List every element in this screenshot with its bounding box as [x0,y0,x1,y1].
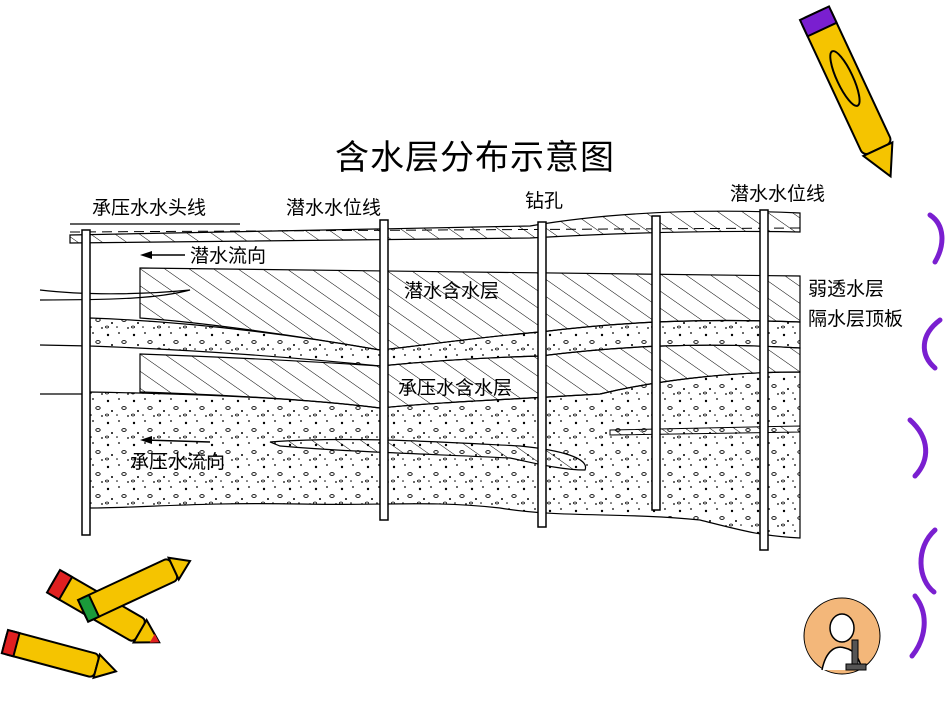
phreatic-flow-arrow-icon [140,251,185,259]
pencils-bottom-left-icon [0,556,192,680]
phreatic-flow-label: 潜水流向 [190,245,266,267]
borehole-4 [651,215,661,511]
confined-head-line-label: 承压水水头线 [92,197,206,219]
confined-aquifer-label: 承压水含水层 [398,377,512,399]
confined-flow-label: 承压水流向 [130,451,225,473]
borehole-2 [379,219,389,521]
phreatic-level-right-label: 潜水水位线 [730,183,825,205]
pencil-top-right-icon [798,5,894,179]
aquitard-label: 弱透水层 [808,278,884,300]
scientist-microscope-icon [803,597,881,675]
phreatic-level-left-label: 潜水水位线 [286,197,381,219]
borehole-1 [81,229,91,536]
hatched-lens [269,438,587,471]
borehole-label: 钻孔 [525,190,563,212]
phreatic-level-line [69,227,801,233]
ground-surface [69,210,801,244]
phreatic-aquifer-label: 潜水含水层 [404,280,499,302]
borehole-3 [537,221,547,528]
purple-curl-decoration [907,212,945,659]
confined-flow-arrow-icon [140,436,211,444]
slide-title: 含水层分布示意图 [335,138,615,178]
borehole-5 [759,209,769,551]
aquiclude-top-label: 隔水层顶板 [808,308,903,330]
